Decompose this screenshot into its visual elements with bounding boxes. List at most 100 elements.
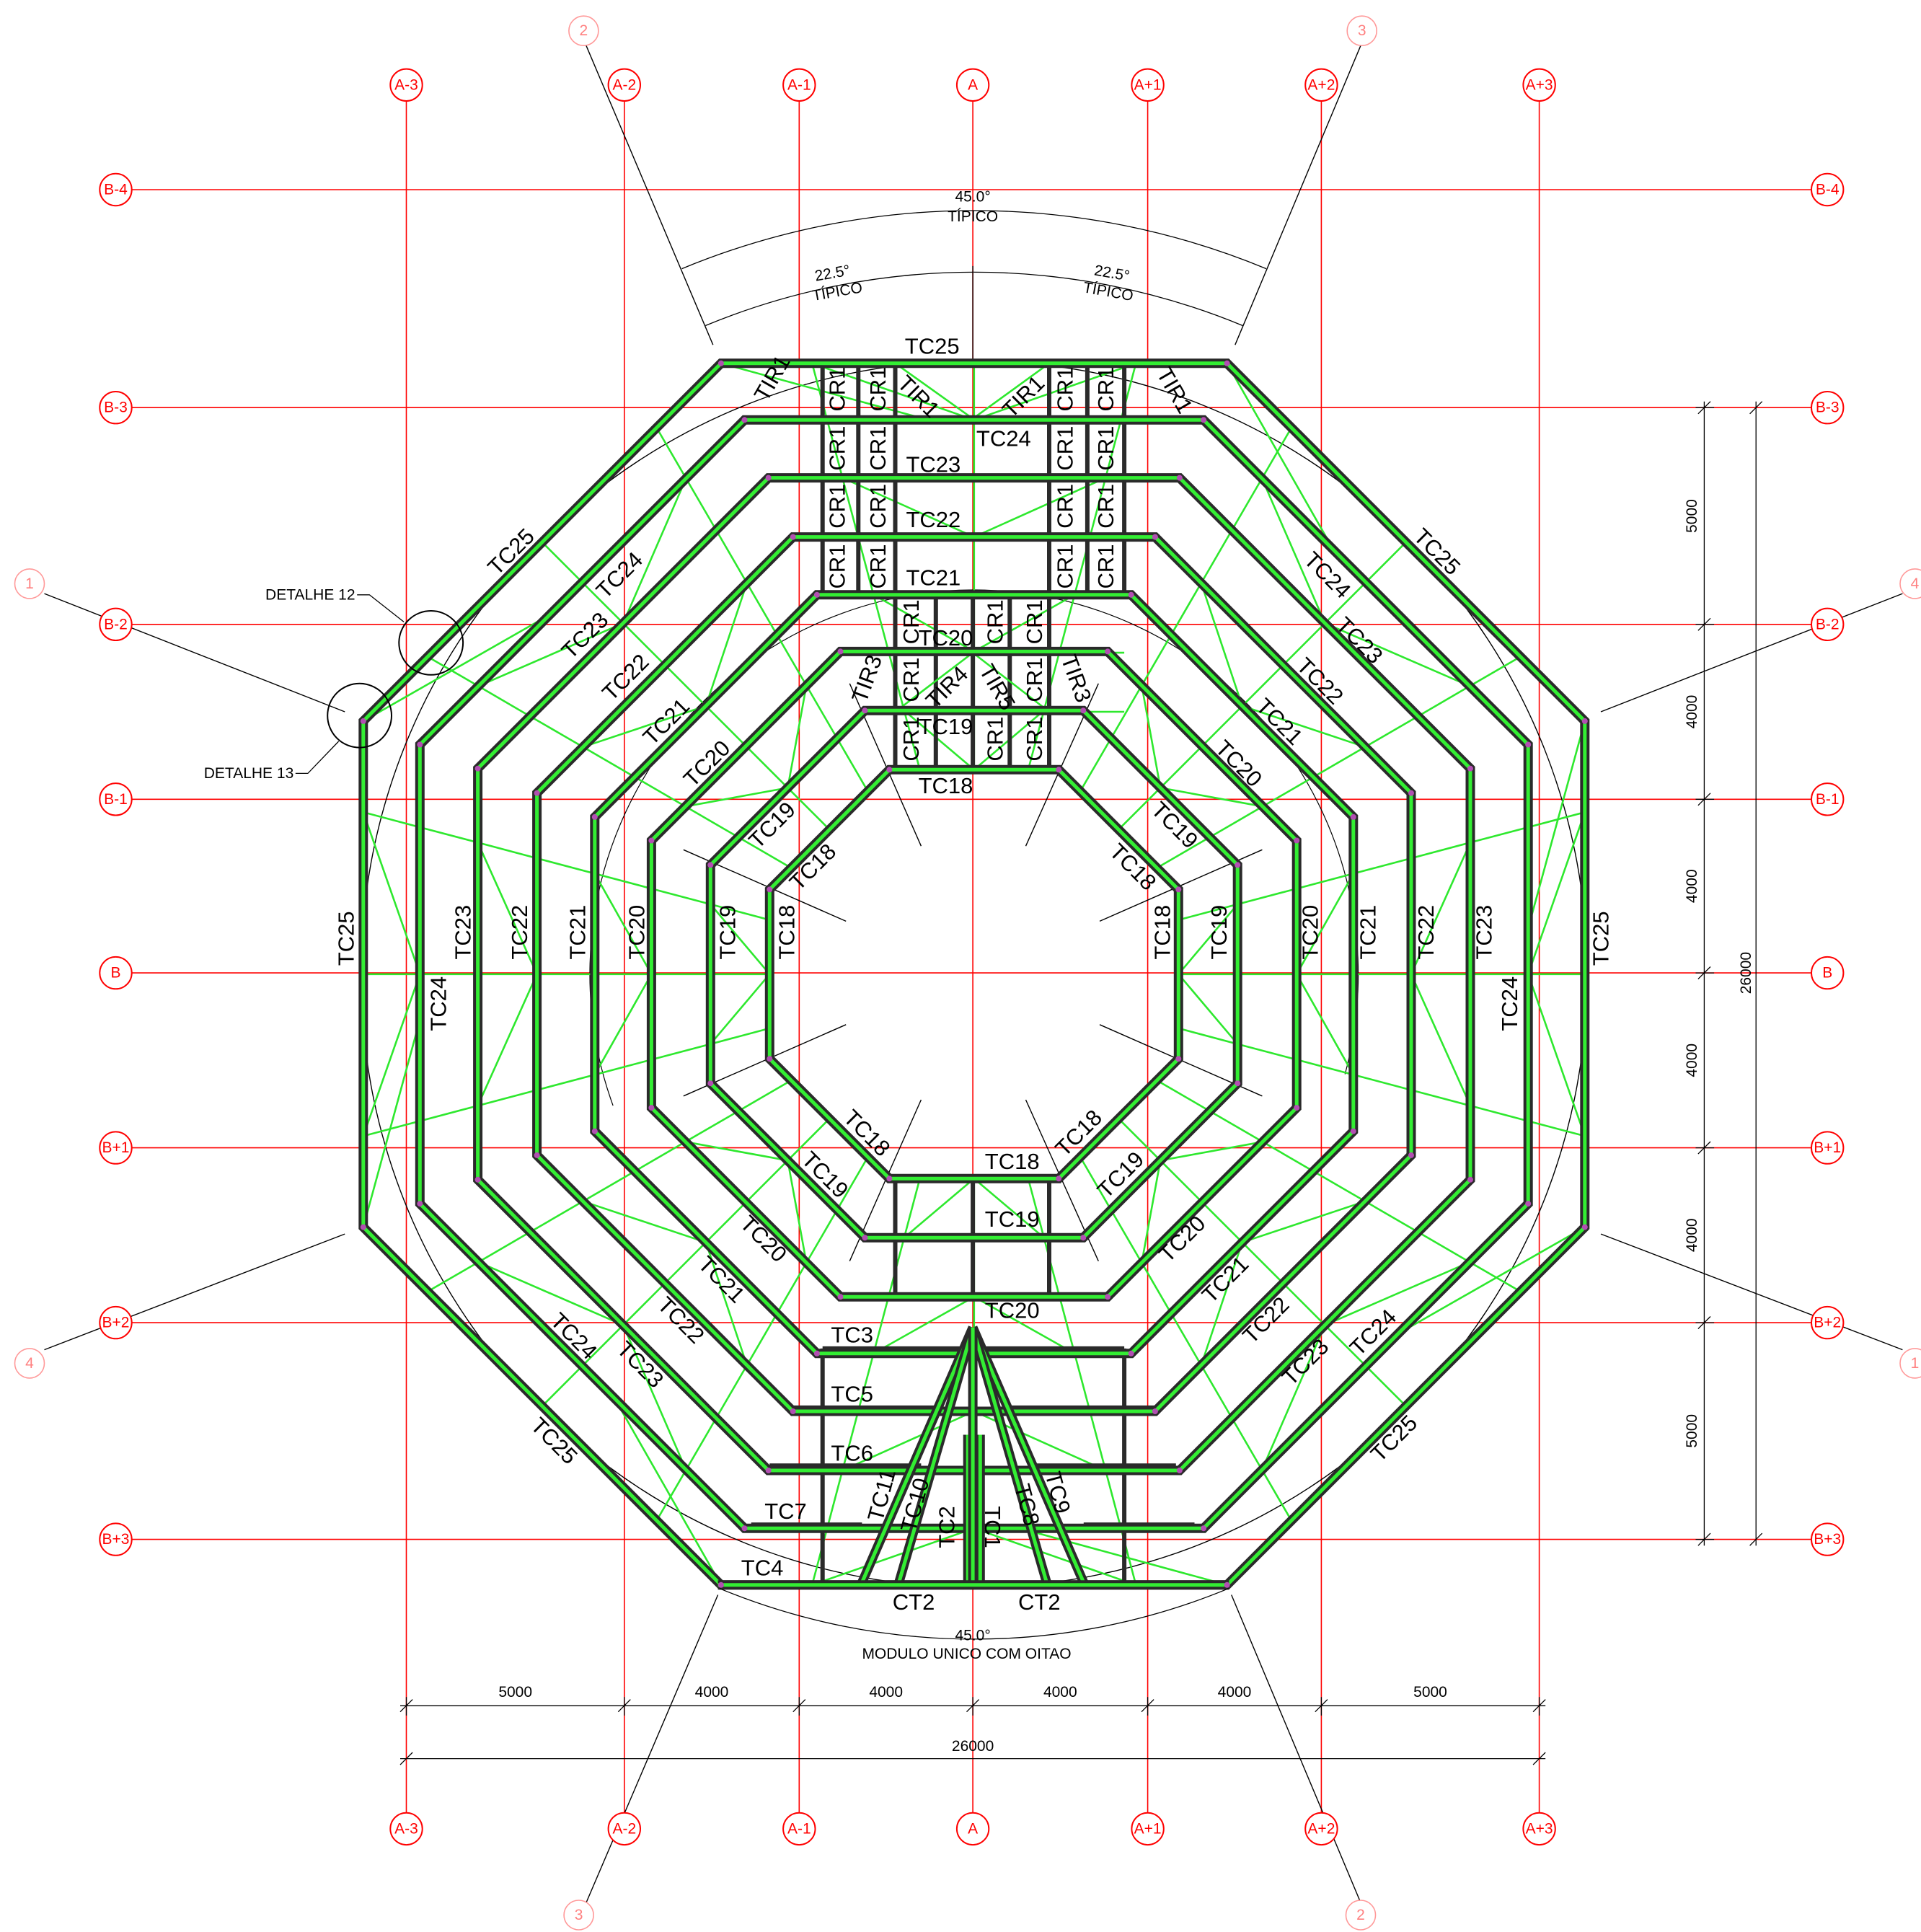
purlin — [1118, 787, 1162, 831]
grid-label-bottom: A-1 — [787, 1820, 811, 1837]
radial-bubble — [1345, 1900, 1377, 1931]
purlin — [738, 1079, 792, 1112]
brace — [1178, 973, 1239, 1045]
brace — [1410, 974, 1472, 1106]
cr1-label: CR1 — [1053, 426, 1078, 471]
purlin — [582, 1170, 635, 1202]
detail-12-label: DETALHE 12 — [265, 586, 356, 603]
grid-label-left: B+3 — [102, 1531, 130, 1548]
member-label: TC23 — [1471, 905, 1496, 960]
dim-slash — [399, 1752, 413, 1765]
purlin — [1160, 1160, 1204, 1204]
cr1-label: CR1 — [865, 544, 891, 588]
purlin — [715, 1364, 748, 1419]
purlin — [1104, 1470, 1122, 1529]
member-node — [790, 1408, 796, 1414]
grid-bubble — [1522, 1812, 1556, 1846]
member-label: TC23 — [906, 451, 961, 477]
grid-bubble — [1811, 172, 1845, 207]
radial-axis-label: 1 — [1911, 1355, 1920, 1372]
purlin — [1282, 622, 1326, 666]
purlin — [903, 1178, 921, 1238]
member-node — [837, 648, 844, 655]
radial-axis-label: 2 — [1356, 1907, 1365, 1923]
purlin — [1410, 842, 1471, 860]
dim-total: 26000 — [1738, 952, 1754, 994]
cr1-label: CR1 — [825, 426, 850, 471]
purlin — [1059, 1296, 1076, 1354]
member-node — [1408, 1152, 1414, 1158]
radial-axes — [44, 45, 1903, 1903]
grid-bubble — [955, 68, 990, 102]
grid-bubble — [607, 1812, 641, 1846]
grid-label-right: B-1 — [1816, 791, 1840, 808]
purlin — [651, 887, 711, 906]
member-label: TC18 — [985, 1149, 1040, 1174]
member-node — [1350, 813, 1356, 820]
grid-bubbles: A-3A-3A-2A-2A-1A-1AAA+1A+1A+2A+2A+3A+3B-… — [14, 15, 1921, 1931]
member-label: TC22 — [597, 649, 653, 705]
radial-axis-label: 3 — [1358, 22, 1366, 39]
cr1-label: CR1 — [1053, 367, 1078, 412]
purlin — [1262, 1141, 1314, 1173]
grid-bubble — [1811, 1131, 1845, 1165]
brace — [362, 974, 421, 1137]
purlin — [1118, 1118, 1162, 1162]
brace — [363, 614, 551, 723]
brace — [1141, 1160, 1162, 1263]
member-node — [1201, 1525, 1207, 1532]
purlin — [1141, 634, 1173, 687]
member-node — [765, 475, 772, 481]
grid-label-left: B+1 — [102, 1139, 130, 1156]
brace — [973, 1410, 1106, 1472]
purlin — [477, 1231, 531, 1263]
purlin — [1178, 903, 1238, 921]
member-node — [1056, 767, 1062, 773]
dim-value: 4000 — [1684, 1044, 1700, 1077]
member-node — [1235, 862, 1241, 868]
purlin — [536, 857, 596, 875]
member-node — [1128, 591, 1134, 598]
purlin — [1470, 1104, 1529, 1122]
brace — [1527, 720, 1586, 929]
purlin — [710, 1027, 770, 1045]
radial-axis-line — [1235, 45, 1361, 345]
purlin — [805, 1209, 839, 1263]
detail-13-leader — [295, 741, 340, 775]
radial-axis-line — [44, 593, 345, 713]
member-node — [534, 1152, 540, 1158]
purlin — [857, 1353, 875, 1412]
purlin — [787, 1118, 831, 1162]
dim-slash — [1697, 1316, 1711, 1330]
purlin — [1201, 1201, 1243, 1243]
member-label: CT2 — [1018, 1589, 1061, 1615]
cr1-label: CR1 — [898, 658, 924, 702]
purlin — [1209, 1110, 1263, 1143]
grid-bubble — [99, 1131, 133, 1165]
grid-bubble — [1811, 1305, 1845, 1340]
purlin — [873, 594, 890, 652]
dim-value: 5000 — [1684, 1414, 1700, 1448]
brace — [973, 1296, 1075, 1354]
cr1-label: CR1 — [982, 599, 1007, 644]
member-label: TC24 — [425, 976, 451, 1031]
grid-bubble — [1811, 956, 1845, 990]
dim-slash — [399, 1699, 413, 1713]
member-node — [767, 1056, 773, 1062]
brace — [1410, 842, 1472, 975]
brace — [362, 1020, 421, 1227]
member-node — [1056, 1175, 1062, 1182]
brace — [1200, 1242, 1243, 1366]
grid-label-right: B+3 — [1814, 1531, 1841, 1548]
purlin — [477, 685, 531, 718]
purlin — [1469, 1261, 1522, 1293]
brace — [477, 974, 538, 1106]
purlin — [536, 1073, 596, 1091]
dim-slash — [1697, 617, 1711, 631]
radial-bubble — [14, 568, 45, 599]
inner-reference-arc — [589, 589, 1359, 1359]
grid-label-top: A+2 — [1307, 76, 1335, 93]
purlin — [1073, 1353, 1091, 1412]
angle-arc-45-bottom — [719, 1588, 1229, 1640]
